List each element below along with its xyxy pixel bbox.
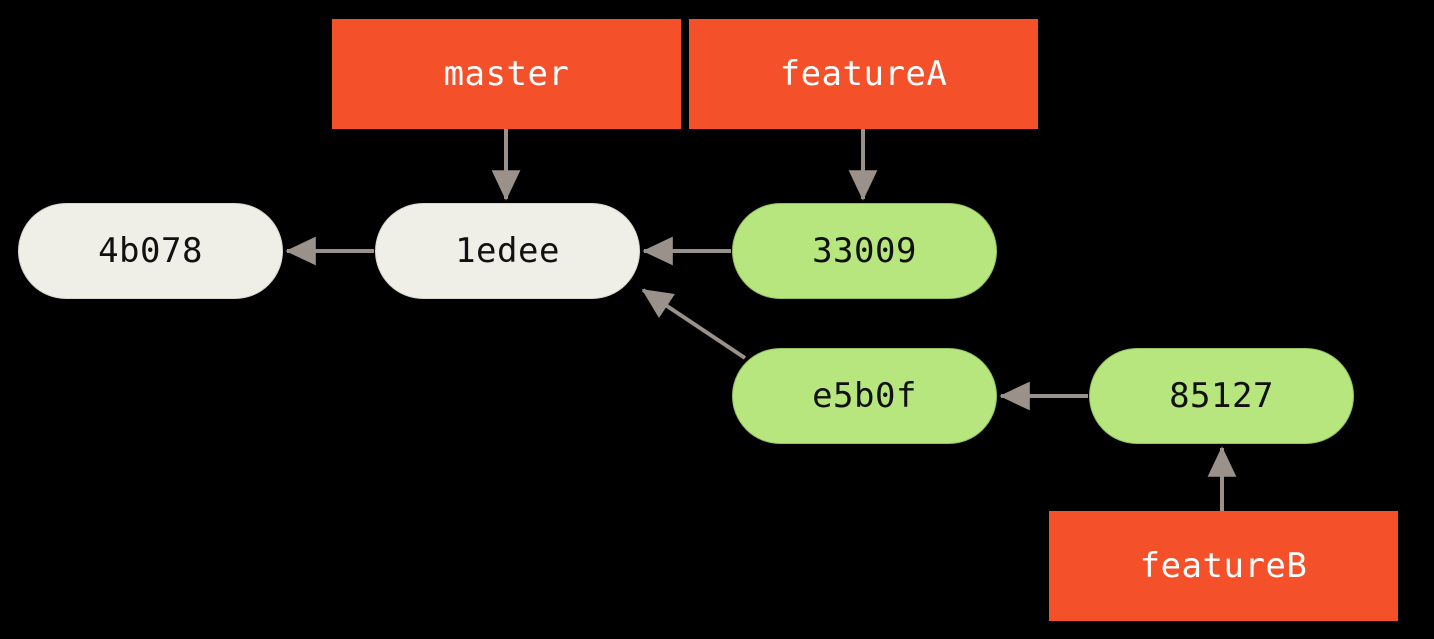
commit-node-85127-text: 85127 <box>1169 376 1274 416</box>
branch-label-master-text: master <box>443 54 570 94</box>
commit-node-1edee-text: 1edee <box>455 231 560 271</box>
branch-label-featureB[interactable]: featureB <box>1049 511 1398 621</box>
commit-node-e5b0f[interactable]: e5b0f <box>732 348 997 444</box>
branch-label-master[interactable]: master <box>332 19 681 129</box>
commit-node-33009-text: 33009 <box>812 231 917 271</box>
commit-node-33009[interactable]: 33009 <box>732 203 997 299</box>
commit-node-1edee[interactable]: 1edee <box>375 203 640 299</box>
commit-node-e5b0f-text: e5b0f <box>812 376 917 416</box>
branch-label-featureA-text: featureA <box>779 54 948 94</box>
edge-e5b0f-to-1edee <box>641 288 747 360</box>
commit-node-85127[interactable]: 85127 <box>1089 348 1354 444</box>
branch-label-featureB-text: featureB <box>1139 546 1308 586</box>
commit-node-4b078-text: 4b078 <box>98 231 203 271</box>
commit-node-4b078[interactable]: 4b078 <box>18 203 283 299</box>
branch-label-featureA[interactable]: featureA <box>689 19 1038 129</box>
